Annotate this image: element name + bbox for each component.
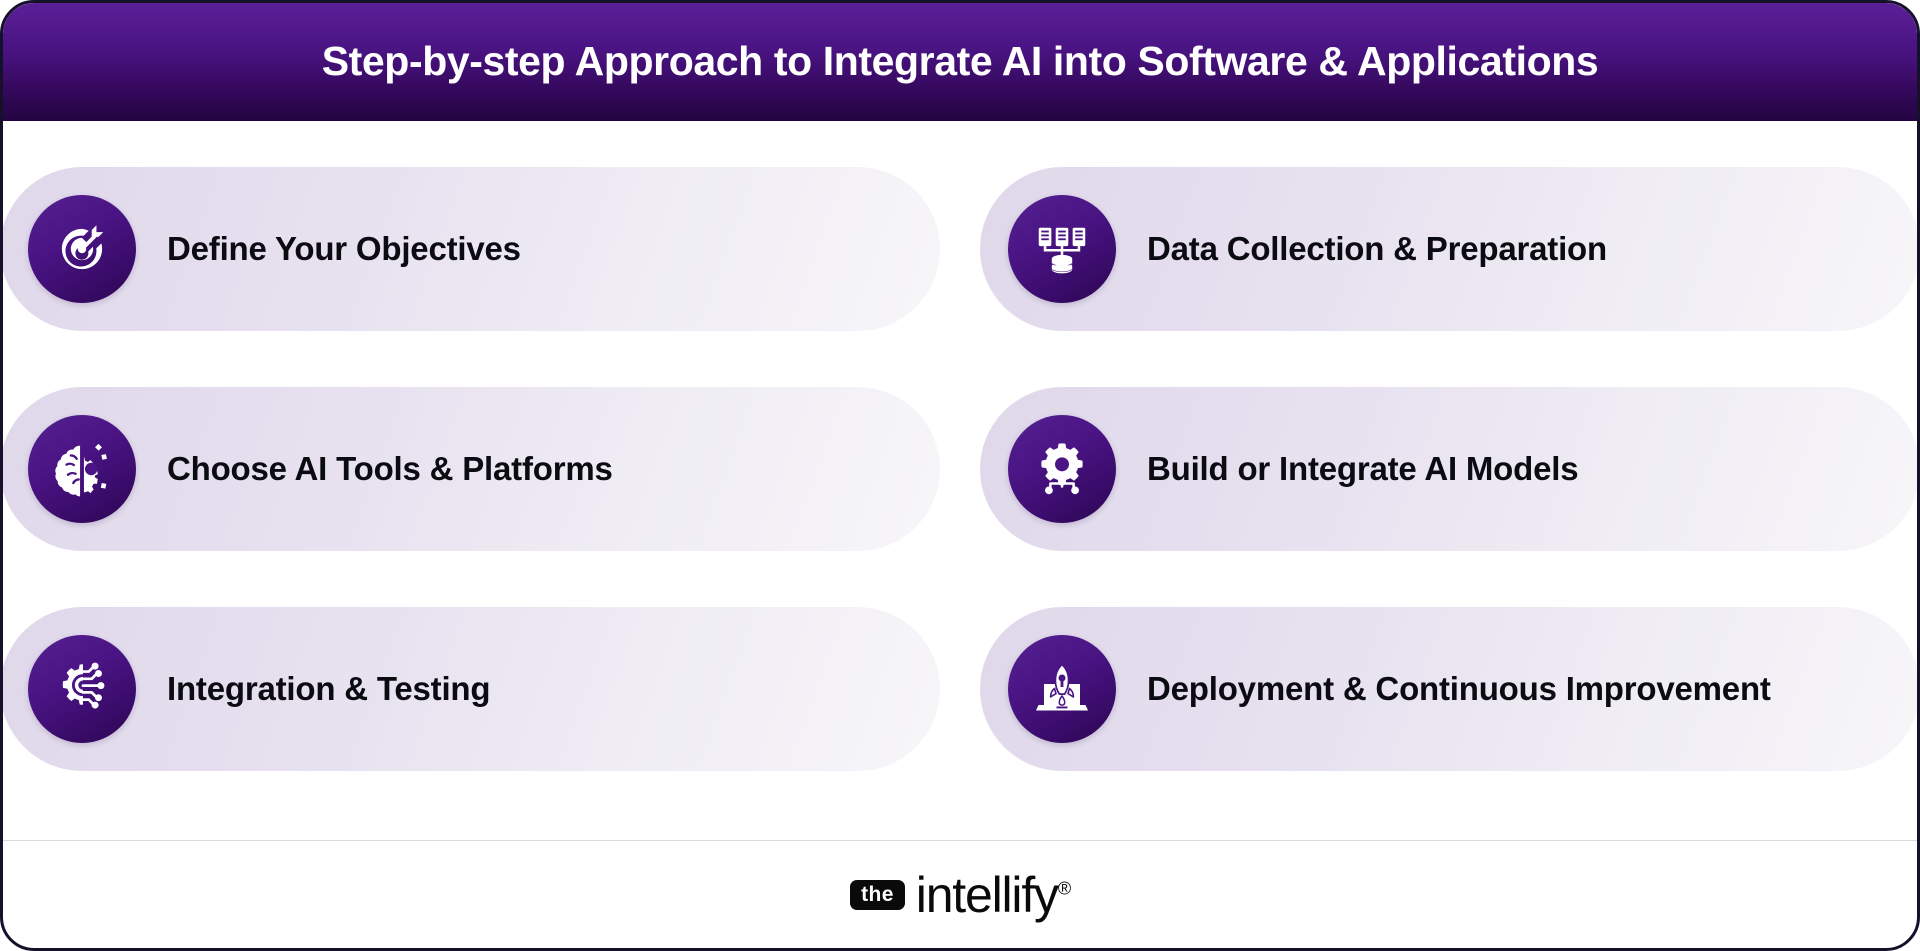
rocket-laptop-icon — [1008, 635, 1116, 743]
step-card-label: Build or Integrate AI Models — [1147, 450, 1579, 488]
registered-trademark-icon: ® — [1057, 877, 1071, 898]
step-card[interactable]: Deployment & Continuous Improvement — [980, 607, 1917, 771]
step-card-label: Choose AI Tools & Platforms — [167, 450, 613, 488]
step-card[interactable]: Build or Integrate AI Models — [980, 387, 1917, 551]
step-card[interactable]: Define Your Objectives — [3, 167, 940, 331]
step-card-label: Integration & Testing — [167, 670, 491, 708]
gear-network-icon — [1008, 415, 1116, 523]
step-card[interactable]: Choose AI Tools & Platforms — [3, 387, 940, 551]
logo-wordmark: intellify® — [915, 866, 1071, 923]
step-card[interactable]: Data Collection & Preparation — [980, 167, 1917, 331]
steps-grid: Define Your Objectives — [3, 167, 1917, 771]
step-card-label: Define Your Objectives — [167, 230, 521, 268]
server-database-icon — [1008, 195, 1116, 303]
gear-circuit-icon — [28, 635, 136, 743]
logo-the-badge: the — [850, 879, 905, 910]
steps-section: Define Your Objectives — [3, 121, 1917, 840]
intellify-logo: the intellify® — [850, 866, 1071, 923]
footer: the intellify® — [3, 840, 1917, 948]
header-banner: Step-by-step Approach to Integrate AI in… — [3, 3, 1917, 121]
step-card-label: Deployment & Continuous Improvement — [1147, 670, 1771, 708]
step-card[interactable]: Integration & Testing — [3, 607, 940, 771]
logo-word-text: intellify — [915, 866, 1059, 923]
brain-gear-icon — [28, 415, 136, 523]
page-title: Step-by-step Approach to Integrate AI in… — [321, 38, 1599, 85]
step-card-label: Data Collection & Preparation — [1147, 230, 1607, 268]
target-arrow-icon — [28, 195, 136, 303]
